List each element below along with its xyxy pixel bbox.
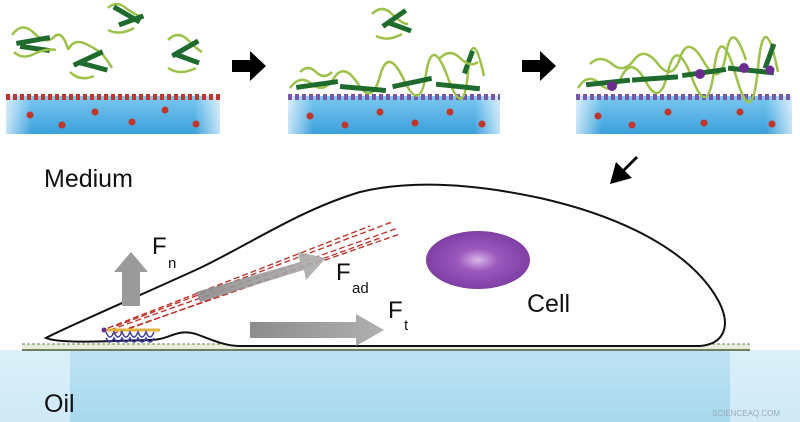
focal-adhesion: [101, 327, 160, 343]
cell-nucleus: [426, 231, 530, 289]
traction-force-subscript: t: [404, 317, 409, 334]
adhesion-force-label: F: [336, 259, 351, 286]
adsorbed-protein-layer-2: [288, 46, 486, 100]
protein-cluster-2: [66, 40, 114, 80]
watermark-text: SCIENCEAQ.COM: [712, 409, 780, 418]
traction-force-label: F: [388, 297, 403, 324]
right-arrow-icon: [522, 51, 556, 81]
protein-cluster-3: [107, 2, 145, 34]
down-left-arrow-icon: [610, 156, 638, 184]
crosslinked-protein-layer-3: [576, 35, 780, 104]
protein-cluster-5: [371, 7, 412, 40]
oil-label: Oil: [44, 390, 75, 418]
medium-label: Medium: [44, 165, 133, 193]
surfactant-molecules-panel-1: [26, 106, 200, 129]
panel-step-2: [288, 7, 500, 134]
right-arrow-icon: [232, 51, 266, 81]
normal-force-subscript: n: [168, 255, 176, 272]
cell-label: Cell: [527, 290, 570, 318]
adhesion-force-arrow: [196, 252, 326, 302]
cell-body: [43, 183, 726, 347]
normal-force-label: F: [152, 233, 167, 260]
panel-step-1: [6, 2, 220, 134]
crosslinker-molecules: [607, 63, 775, 91]
normal-force-arrow: [114, 252, 148, 306]
traction-force-arrow: [250, 314, 384, 346]
adhesion-force-subscript: ad: [352, 280, 369, 297]
cell-scene: Medium Oil Cell F n F ad F t SCIENCEAQ.C…: [0, 165, 800, 422]
protein-cluster-4: [167, 33, 203, 74]
protein-cluster-1: [10, 26, 70, 58]
panel-step-3: [576, 35, 792, 134]
oil-region: [0, 350, 800, 422]
